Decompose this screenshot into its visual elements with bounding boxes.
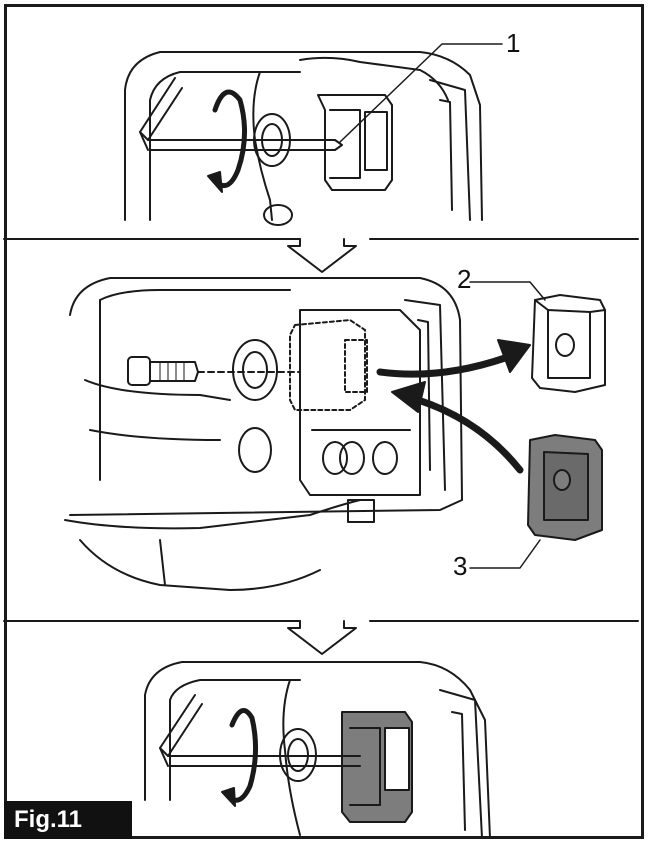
callout-3: 3 <box>453 551 468 581</box>
panel-3 <box>144 661 491 839</box>
rotate-arrow-icon <box>221 708 259 807</box>
bolt-icon <box>127 356 301 386</box>
figure-label: Fig.11 <box>4 801 132 839</box>
hex-key-icon <box>159 694 361 767</box>
panel-2 <box>64 277 606 591</box>
callout-1: 1 <box>506 28 521 58</box>
callout-2: 2 <box>457 264 472 294</box>
curved-arrow-icon <box>376 339 531 474</box>
part-3 <box>469 434 603 569</box>
panel-1 <box>124 43 503 226</box>
down-arrow-icon <box>287 238 357 273</box>
part-2 <box>469 281 606 393</box>
rotate-arrow-icon <box>207 89 248 193</box>
down-arrow-icon <box>287 620 357 655</box>
